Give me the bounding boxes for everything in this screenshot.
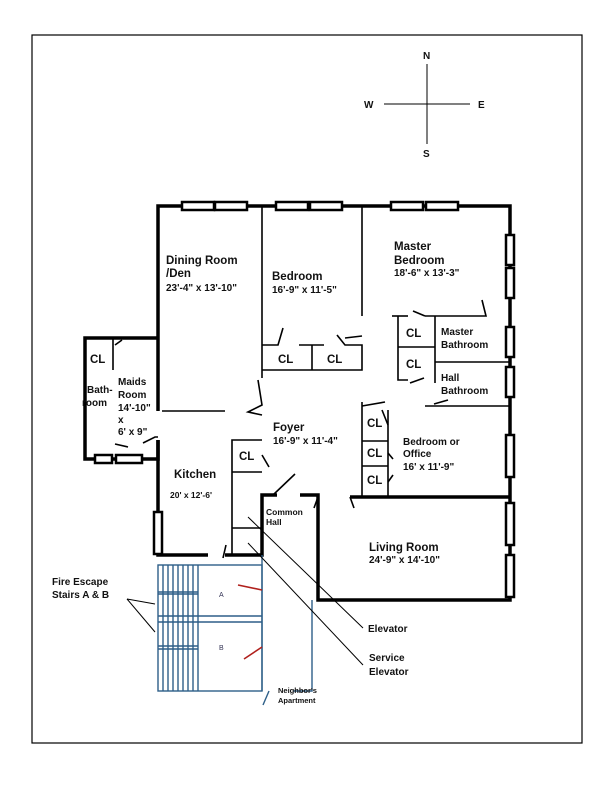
closet-label: CL	[367, 448, 382, 460]
hall-bathroom-label-2: Bathroom	[441, 386, 488, 397]
service-elevator-label-2: Elevator	[369, 667, 409, 678]
leader-lines	[126, 516, 364, 666]
closets: CL CL CL CL CL CL CL CL CL	[90, 328, 421, 487]
master-bathroom-label: Master	[441, 327, 473, 338]
kitchen-dims: 20' x 12'-6'	[170, 490, 212, 500]
page-frame	[31, 34, 583, 744]
maids-bathroom-label-2: room	[82, 398, 107, 409]
elevator-label: Elevator	[368, 624, 408, 635]
compass-n: N	[423, 51, 430, 62]
closet-label: CL	[239, 451, 254, 463]
foyer-label: Foyer	[273, 422, 305, 434]
stair-a-label: A	[219, 592, 224, 599]
maids-room-label: Maids	[118, 377, 147, 388]
compass: N S W E	[364, 51, 485, 160]
foyer-dims: 16'-9" x 11'-4"	[273, 436, 338, 447]
master-bathroom-label-2: Bathroom	[441, 340, 488, 351]
common-hall-label: Common	[266, 507, 303, 517]
compass-w: W	[364, 100, 374, 111]
office-label: Bedroom or	[403, 437, 460, 448]
bedroom-label: Bedroom	[272, 271, 322, 283]
kitchen-label: Kitchen	[174, 469, 216, 481]
closet-label: CL	[367, 475, 382, 487]
living-room-dims: 24'-9" x 14'-10"	[369, 555, 440, 566]
dining-room-label: Dining Room	[166, 255, 238, 267]
windows	[93, 200, 516, 599]
fire-escape-label: Fire Escape	[52, 577, 109, 588]
closet-label: CL	[90, 354, 105, 366]
neighbor-apartment-label-2: Apartment	[278, 696, 316, 705]
closet-label: CL	[406, 359, 421, 371]
door-a	[237, 584, 263, 591]
master-bedroom-dims: 18'-6" x 13'-3"	[394, 268, 460, 279]
stair-b-label: B	[219, 645, 224, 652]
closet-label: CL	[327, 354, 342, 366]
interior-walls	[112, 206, 510, 559]
closet-label: CL	[367, 418, 382, 430]
dining-room-label-2: /Den	[166, 268, 191, 280]
office-label-2: Office	[403, 449, 432, 460]
dining-room-dims: 23'-4" x 13'-10"	[166, 283, 237, 294]
maids-room-dims: 14'-10"	[118, 403, 151, 414]
maids-room-label-2: Room	[118, 390, 146, 401]
service-elevator-label: Service	[369, 653, 405, 664]
master-bedroom-label-2: Bedroom	[394, 255, 444, 267]
bedroom-dims: 16'-9" x 11'-5"	[272, 285, 337, 296]
office-dims: 16' x 11'-9"	[403, 462, 454, 473]
fire-escape-stairs	[157, 555, 313, 706]
maids-room-dims-3: 6' x 9"	[118, 427, 148, 438]
door-b	[243, 646, 263, 660]
living-room-label: Living Room	[369, 542, 439, 554]
master-bedroom-label: Master	[394, 241, 432, 253]
closet-label: CL	[278, 354, 293, 366]
common-hall-label-2: Hall	[266, 517, 282, 527]
compass-e: E	[478, 100, 485, 111]
hall-bathroom-label: Hall	[441, 373, 460, 384]
closet-label: CL	[406, 328, 421, 340]
compass-s: S	[423, 149, 430, 160]
maids-room-dims-2: x	[118, 415, 124, 426]
maids-bathroom-label: Bath-	[87, 385, 113, 396]
neighbor-apartment-label: Neighbor's	[278, 686, 317, 695]
fire-escape-label-2: Stairs A & B	[52, 590, 109, 601]
